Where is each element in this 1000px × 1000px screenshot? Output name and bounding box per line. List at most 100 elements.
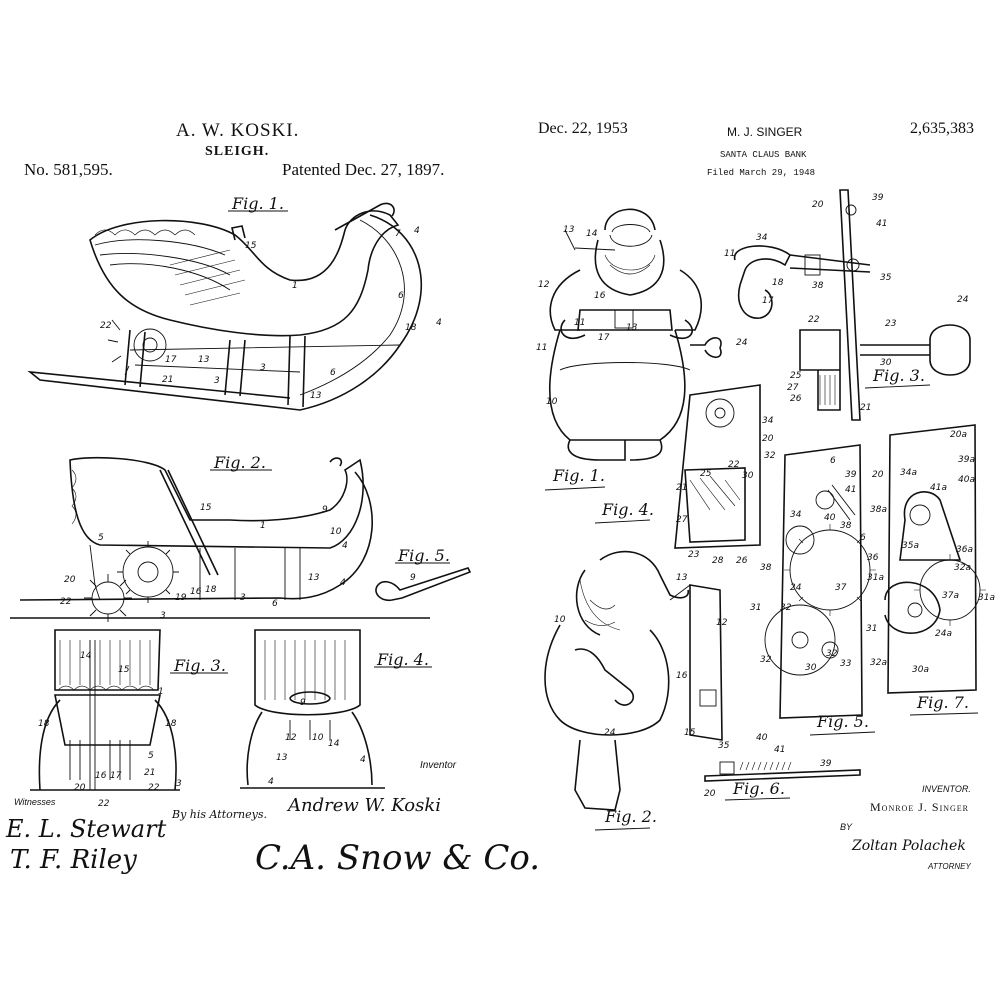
svg-text:32a: 32a bbox=[954, 563, 971, 573]
svg-text:18: 18 bbox=[772, 278, 784, 288]
svg-text:12: 12 bbox=[716, 618, 728, 628]
svg-text:20: 20 bbox=[64, 575, 76, 585]
svg-text:6: 6 bbox=[272, 599, 278, 609]
svg-text:4: 4 bbox=[414, 226, 420, 236]
svg-text:24a: 24a bbox=[935, 629, 952, 639]
santa-fig-label-underlines bbox=[544, 384, 979, 831]
svg-text:20: 20 bbox=[704, 789, 716, 799]
svg-text:32: 32 bbox=[826, 649, 838, 659]
right-inventor-label: INVENTOR. bbox=[922, 784, 971, 794]
svg-text:12: 12 bbox=[538, 280, 550, 290]
svg-text:26: 26 bbox=[736, 556, 748, 566]
svg-text:9: 9 bbox=[322, 505, 328, 515]
svg-text:6: 6 bbox=[830, 456, 836, 466]
svg-text:16: 16 bbox=[95, 771, 107, 781]
santa-fig3-drawing: 20 39 41 34 11 18 17 38 35 22 23 24 30 2… bbox=[724, 189, 971, 421]
svg-text:37: 37 bbox=[835, 583, 847, 593]
svg-text:38: 38 bbox=[840, 521, 852, 531]
svg-text:13: 13 bbox=[310, 391, 322, 401]
svg-text:15: 15 bbox=[118, 665, 130, 675]
svg-text:4: 4 bbox=[360, 755, 366, 765]
svg-text:24: 24 bbox=[790, 583, 802, 593]
svg-text:33: 33 bbox=[840, 659, 852, 669]
svg-text:22: 22 bbox=[60, 597, 72, 607]
svg-text:31a: 31a bbox=[867, 573, 884, 583]
svg-text:9: 9 bbox=[300, 698, 306, 708]
svg-text:36a: 36a bbox=[956, 545, 973, 555]
santa-fig5-drawing: 6 39 20 41 34 40 38 6 36 38 24 37 31 32 … bbox=[750, 444, 884, 719]
svg-text:17: 17 bbox=[762, 296, 774, 306]
svg-text:3: 3 bbox=[160, 611, 166, 621]
right-filed-date: Filed March 29, 1948 bbox=[707, 168, 816, 178]
svg-text:28: 28 bbox=[712, 556, 724, 566]
svg-text:38a: 38a bbox=[870, 505, 887, 515]
svg-text:27: 27 bbox=[676, 515, 688, 525]
svg-text:34a: 34a bbox=[900, 468, 917, 478]
svg-text:26: 26 bbox=[790, 394, 802, 404]
santa-fig6-drawing: 35 40 41 39 20 bbox=[704, 733, 861, 799]
svg-text:17: 17 bbox=[110, 771, 122, 781]
svg-text:40a: 40a bbox=[958, 475, 975, 485]
left-patent-number: No. 581,595. bbox=[24, 160, 113, 179]
svg-text:34: 34 bbox=[790, 510, 802, 520]
svg-text:21: 21 bbox=[144, 768, 155, 778]
right-inventor-name: Monroe J. Singer bbox=[870, 800, 970, 814]
right-patent-date: Dec. 22, 1953 bbox=[538, 120, 628, 137]
svg-text:27: 27 bbox=[787, 383, 799, 393]
svg-text:31: 31 bbox=[750, 603, 761, 613]
svg-text:24: 24 bbox=[736, 338, 748, 348]
svg-text:30: 30 bbox=[880, 358, 892, 368]
svg-text:11: 11 bbox=[574, 318, 585, 328]
svg-text:20: 20 bbox=[762, 434, 774, 444]
santa-fig5-label: Fig. 5. bbox=[817, 712, 869, 731]
svg-text:6: 6 bbox=[330, 368, 336, 378]
svg-text:22: 22 bbox=[100, 321, 112, 331]
svg-text:41: 41 bbox=[876, 219, 887, 229]
svg-text:13: 13 bbox=[676, 573, 688, 583]
svg-text:39a: 39a bbox=[958, 455, 975, 465]
svg-text:12: 12 bbox=[285, 733, 297, 743]
svg-text:22: 22 bbox=[148, 783, 160, 793]
svg-text:22: 22 bbox=[728, 460, 740, 470]
right-attorney-label: ATTORNEY bbox=[928, 862, 971, 871]
santa-fig2-drawing: 13 12 10 16 15 24 bbox=[544, 550, 728, 811]
svg-text:10: 10 bbox=[546, 397, 558, 407]
sleigh-fig3-label: Fig. 3. bbox=[174, 656, 226, 675]
svg-text:3: 3 bbox=[260, 363, 266, 373]
svg-text:23: 23 bbox=[885, 319, 897, 329]
svg-text:24: 24 bbox=[604, 728, 616, 738]
left-attorneys-label: By his Attorneys. bbox=[172, 808, 267, 821]
svg-text:35: 35 bbox=[880, 273, 892, 283]
santa-fig2-label: Fig. 2. bbox=[605, 807, 657, 826]
svg-text:11: 11 bbox=[724, 249, 735, 259]
svg-text:5: 5 bbox=[98, 533, 104, 543]
svg-text:6: 6 bbox=[860, 533, 866, 543]
svg-text:41: 41 bbox=[774, 745, 785, 755]
left-patent-title: SLEIGH. bbox=[205, 144, 270, 159]
left-patent-date: Patented Dec. 27, 1897. bbox=[282, 160, 445, 179]
left-witnesses-label: Witnesses bbox=[14, 797, 56, 807]
svg-text:14: 14 bbox=[328, 739, 340, 749]
sleigh-fig1-label: Fig. 1. bbox=[232, 194, 284, 213]
svg-text:14: 14 bbox=[80, 651, 92, 661]
svg-text:13: 13 bbox=[276, 753, 288, 763]
svg-text:4: 4 bbox=[268, 777, 274, 787]
svg-text:38: 38 bbox=[812, 281, 824, 291]
svg-text:35: 35 bbox=[718, 741, 730, 751]
svg-text:10: 10 bbox=[330, 527, 342, 537]
svg-text:24: 24 bbox=[957, 295, 969, 305]
left-inventor-label: Inventor bbox=[420, 760, 457, 771]
svg-text:34: 34 bbox=[756, 233, 768, 243]
svg-text:39: 39 bbox=[845, 470, 857, 480]
right-patent-number: 2,635,383 bbox=[910, 120, 974, 137]
svg-text:20: 20 bbox=[872, 470, 884, 480]
svg-text:6: 6 bbox=[398, 291, 404, 301]
right-by-label: BY bbox=[840, 822, 853, 832]
svg-text:16: 16 bbox=[594, 291, 606, 301]
left-witness-signature-1: E. L. Stewart bbox=[6, 815, 167, 843]
svg-text:3: 3 bbox=[176, 779, 182, 789]
svg-text:19: 19 bbox=[175, 593, 187, 603]
svg-text:4: 4 bbox=[436, 318, 442, 328]
svg-text:3: 3 bbox=[240, 593, 246, 603]
